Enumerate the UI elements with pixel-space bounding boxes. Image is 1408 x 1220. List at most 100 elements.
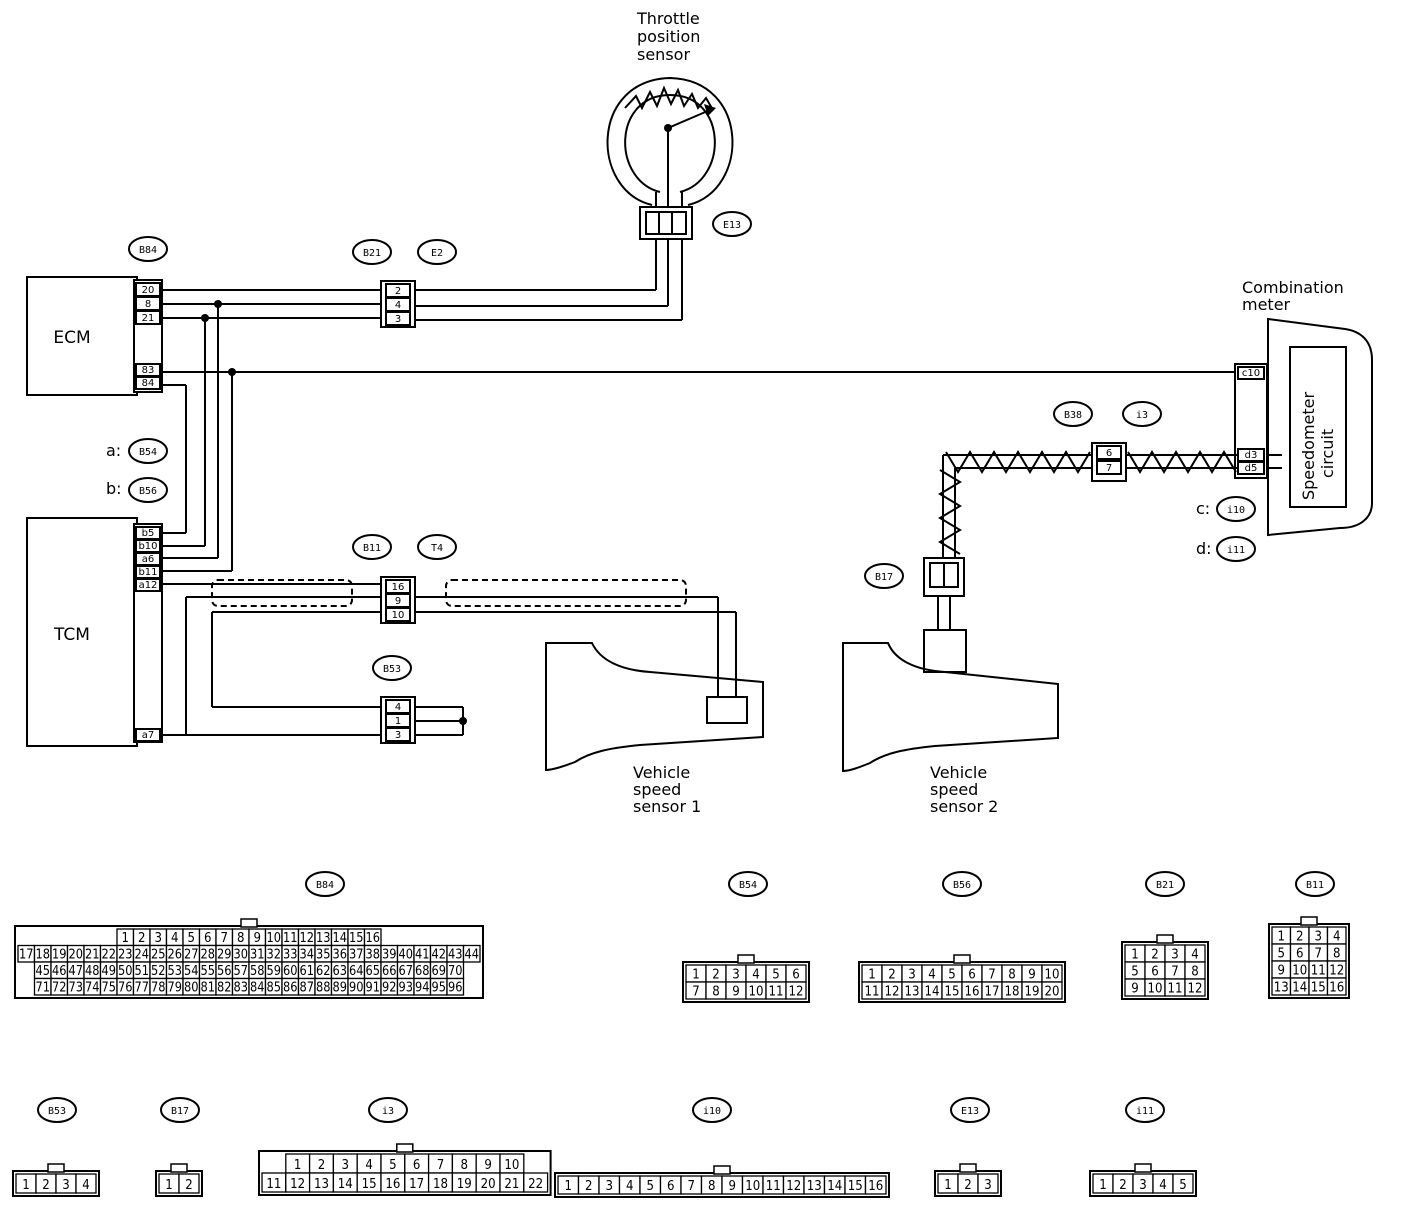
b11-pin: 9 bbox=[395, 596, 401, 607]
i10-pin-label: 4 bbox=[626, 1179, 634, 1194]
b53-pin: 3 bbox=[395, 730, 401, 741]
ecm-meter-wire bbox=[160, 368, 1237, 533]
b21-pin-label: 5 bbox=[1131, 964, 1139, 979]
tps-label-3: sensor bbox=[637, 45, 690, 64]
b54-pinout-tag bbox=[728, 871, 768, 897]
ecm-pin: 84 bbox=[142, 378, 155, 389]
b84-pin-label: 49 bbox=[102, 964, 117, 979]
b56-pinout-tag bbox=[942, 871, 982, 897]
i3-pin-label: 18 bbox=[433, 1177, 448, 1192]
b84-pin-label: 55 bbox=[201, 964, 216, 979]
b84-pin-label: 86 bbox=[283, 980, 298, 995]
d-prefix: d: bbox=[1196, 539, 1212, 558]
i11-pin-label: 1 bbox=[1099, 1178, 1107, 1193]
b84-pin-label: 26 bbox=[168, 947, 183, 962]
b56-pin-label: 2 bbox=[888, 967, 896, 982]
b53-pin-label: 3 bbox=[62, 1178, 70, 1193]
b56-pin-label: 15 bbox=[945, 984, 960, 999]
i3-tag bbox=[1122, 401, 1162, 427]
meter-pin: d5 bbox=[1245, 463, 1258, 474]
b38-tag bbox=[1053, 401, 1093, 427]
b84-pin-label: 57 bbox=[234, 964, 249, 979]
b84-pin-label: 66 bbox=[382, 964, 397, 979]
e13-pin-label: 2 bbox=[964, 1178, 972, 1193]
b11-pin-label: 15 bbox=[1311, 980, 1326, 995]
b11-pin-label: 11 bbox=[1311, 963, 1326, 978]
b21-tag bbox=[352, 239, 392, 265]
b84-pin-label: 30 bbox=[234, 947, 249, 962]
b84-pin-label: 33 bbox=[283, 947, 298, 962]
vss2-label-1: Vehicle bbox=[930, 763, 987, 782]
vehicle-speed-sensor-2: B17 Vehicle speed sensor 2 bbox=[842, 557, 1059, 816]
i10-tag-text: i10 bbox=[1227, 505, 1245, 516]
b11-pin-label: 5 bbox=[1278, 946, 1286, 961]
b84-pinout-tag bbox=[305, 871, 345, 897]
b11-tag bbox=[352, 534, 392, 560]
b84-pin-label: 64 bbox=[349, 964, 364, 979]
i3-pin-label: 11 bbox=[266, 1177, 281, 1192]
b56-pin-label: 9 bbox=[1028, 967, 1036, 982]
b54-pin-label: 1 bbox=[692, 967, 700, 982]
b56-latch bbox=[953, 954, 971, 964]
b38-i3-connector: 6 7 B38 i3 bbox=[1053, 401, 1162, 482]
tcm-vss1-wires bbox=[160, 579, 737, 736]
tcm-box bbox=[26, 517, 138, 747]
b84-pin-label: 17 bbox=[19, 947, 34, 962]
b21-pin-label: 8 bbox=[1191, 964, 1199, 979]
tcm-pin: a12 bbox=[139, 580, 158, 591]
b21-pin-label: 9 bbox=[1131, 981, 1139, 996]
b11-pin-label: 4 bbox=[1333, 929, 1341, 944]
i11-latch bbox=[1134, 1163, 1152, 1173]
b53-connector: 4 1 3 B53 bbox=[372, 655, 467, 744]
b84-pin-label: 39 bbox=[382, 947, 397, 962]
tcm: TCM b5 b10 a6 b11 a12 a7 bbox=[26, 517, 163, 747]
i3-pin-label: 5 bbox=[389, 1158, 397, 1173]
b84-pin-label: 31 bbox=[250, 947, 265, 962]
vss1-label-3: sensor 1 bbox=[633, 797, 701, 816]
speedo-label-2: circuit bbox=[1318, 429, 1337, 478]
meter-pin: d3 bbox=[1245, 450, 1258, 461]
b84-pin-label: 75 bbox=[102, 980, 117, 995]
b21-latch bbox=[1156, 934, 1174, 944]
b84-pin-label: 73 bbox=[69, 980, 84, 995]
b84-pin-label: 6 bbox=[204, 931, 212, 946]
e2-tag bbox=[417, 239, 457, 265]
tcm-pin: a7 bbox=[142, 730, 155, 741]
e13-pinout-tag-text: E13 bbox=[961, 1106, 979, 1117]
b17-pin-label: 1 bbox=[165, 1178, 173, 1193]
t4-tag bbox=[417, 534, 457, 560]
b84-pin-label: 52 bbox=[151, 964, 166, 979]
ecm-pin: 8 bbox=[145, 299, 151, 310]
i10-pin-label: 8 bbox=[708, 1179, 716, 1194]
i11-pin-label: 5 bbox=[1179, 1178, 1187, 1193]
b54-pin-label: 5 bbox=[772, 967, 780, 982]
b17-pin-label: 2 bbox=[185, 1178, 193, 1193]
b84-pin-label: 15 bbox=[349, 931, 364, 946]
i3-pin-label: 4 bbox=[365, 1158, 373, 1173]
i3-tag-text: i3 bbox=[1136, 410, 1148, 421]
b84-pin-label: 68 bbox=[415, 964, 430, 979]
i3-pin-label: 20 bbox=[481, 1177, 496, 1192]
b11-tag-text: B11 bbox=[363, 543, 381, 554]
b84-pin-label: 58 bbox=[250, 964, 265, 979]
vss2-meter-wires bbox=[938, 450, 1282, 560]
b56-pin-label: 14 bbox=[925, 984, 940, 999]
b56-pin-label: 8 bbox=[1008, 967, 1016, 982]
i10-pin-label: 6 bbox=[667, 1179, 675, 1194]
e13-tag-text: E13 bbox=[723, 220, 741, 231]
b84-pin-label: 10 bbox=[267, 931, 282, 946]
b56-pin-label: 20 bbox=[1045, 984, 1060, 999]
i11-tag-text: i11 bbox=[1227, 545, 1245, 556]
b56-pin-label: 4 bbox=[928, 967, 936, 982]
i3-pin-label: 2 bbox=[318, 1158, 326, 1173]
tcm-pin: b5 bbox=[142, 528, 155, 539]
b84-tag bbox=[128, 236, 168, 262]
i10-cell bbox=[864, 1175, 887, 1195]
meter-label-2: meter bbox=[1242, 295, 1291, 314]
b84-pin-label: 37 bbox=[349, 947, 364, 962]
b11-pin-label: 1 bbox=[1278, 929, 1286, 944]
b84-pin-label: 14 bbox=[333, 931, 348, 946]
